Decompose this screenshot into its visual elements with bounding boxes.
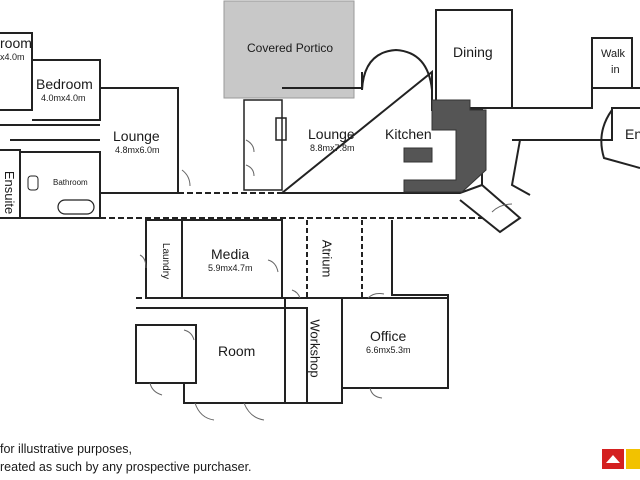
office-dim: 6.6mx5.3m — [366, 345, 411, 355]
atrium-label: Atrium — [319, 239, 335, 278]
east-outer-wall — [510, 139, 531, 196]
portico-area — [223, 0, 355, 99]
entry-curve — [600, 109, 640, 169]
door-arc — [243, 402, 265, 421]
door-arc — [181, 169, 191, 187]
entry-label: En — [625, 126, 640, 142]
kitchen-bench — [403, 99, 487, 193]
atrium-east — [341, 220, 449, 389]
bath-tub — [57, 199, 95, 215]
door-arc — [367, 293, 385, 299]
media-dim: 5.9mx4.7m — [208, 263, 253, 273]
workshop-walls — [284, 297, 343, 404]
kitchen-arch — [361, 48, 433, 91]
portico-label: Covered Portico — [247, 41, 334, 55]
door-arc — [245, 164, 255, 177]
ensuite-label: Ensuite — [2, 170, 18, 215]
kitchen-label: Kitchen — [385, 126, 432, 142]
media-label: Media — [211, 246, 250, 262]
east-corridor-2 — [512, 107, 640, 141]
door-arc — [267, 259, 279, 273]
room-label: Room — [218, 343, 256, 359]
bedroom-dim: 4.0mx4.0m — [41, 93, 86, 103]
bedroom2-walls — [0, 32, 33, 111]
laundry-label: Laundry — [160, 242, 172, 280]
atrium-walls — [306, 220, 363, 298]
lounge-centre-label: Lounge — [308, 126, 355, 142]
kitchen-island — [403, 147, 433, 163]
disclaimer-line-1: for illustrative purposes, — [0, 442, 133, 456]
door-arc — [139, 254, 147, 269]
dining-label: Dining — [453, 44, 493, 60]
lounge-west-dim: 4.8mx6.0m — [115, 145, 160, 155]
door-arc — [149, 382, 163, 396]
door-arc — [183, 329, 195, 341]
lounge-west-walls — [100, 87, 179, 194]
door-arc — [194, 402, 215, 421]
east-corridor — [512, 87, 640, 109]
bathroom-label: Bathroom — [53, 178, 88, 187]
portico-side-wall — [243, 99, 283, 191]
store-walls — [135, 324, 197, 384]
bedroom-walls — [32, 59, 101, 121]
bedroom-label: Bedroom — [36, 76, 93, 92]
toilet — [27, 175, 39, 191]
bedroom2-dim: x4.0m — [0, 52, 25, 62]
angled-wall — [459, 184, 522, 234]
walkin-label-1: Walk — [601, 48, 626, 60]
walkin-walls — [591, 37, 633, 89]
office-label: Office — [370, 328, 407, 344]
pillar — [275, 117, 287, 141]
door-arc — [291, 289, 301, 299]
workshop-label: Workshop — [307, 319, 323, 378]
lounge-centre-dim: 8.8mx7.8m — [310, 143, 355, 153]
disclaimer-line-2: reated as such by any prospective purcha… — [0, 460, 252, 474]
lounge-west-label: Lounge — [113, 128, 160, 144]
door-arc — [369, 387, 383, 399]
agency-logo-icon — [602, 449, 640, 469]
walkin-label-2: in — [611, 64, 620, 76]
bedroom2-label: room — [0, 35, 32, 51]
door-arc — [491, 203, 513, 213]
door-arc — [245, 139, 255, 153]
